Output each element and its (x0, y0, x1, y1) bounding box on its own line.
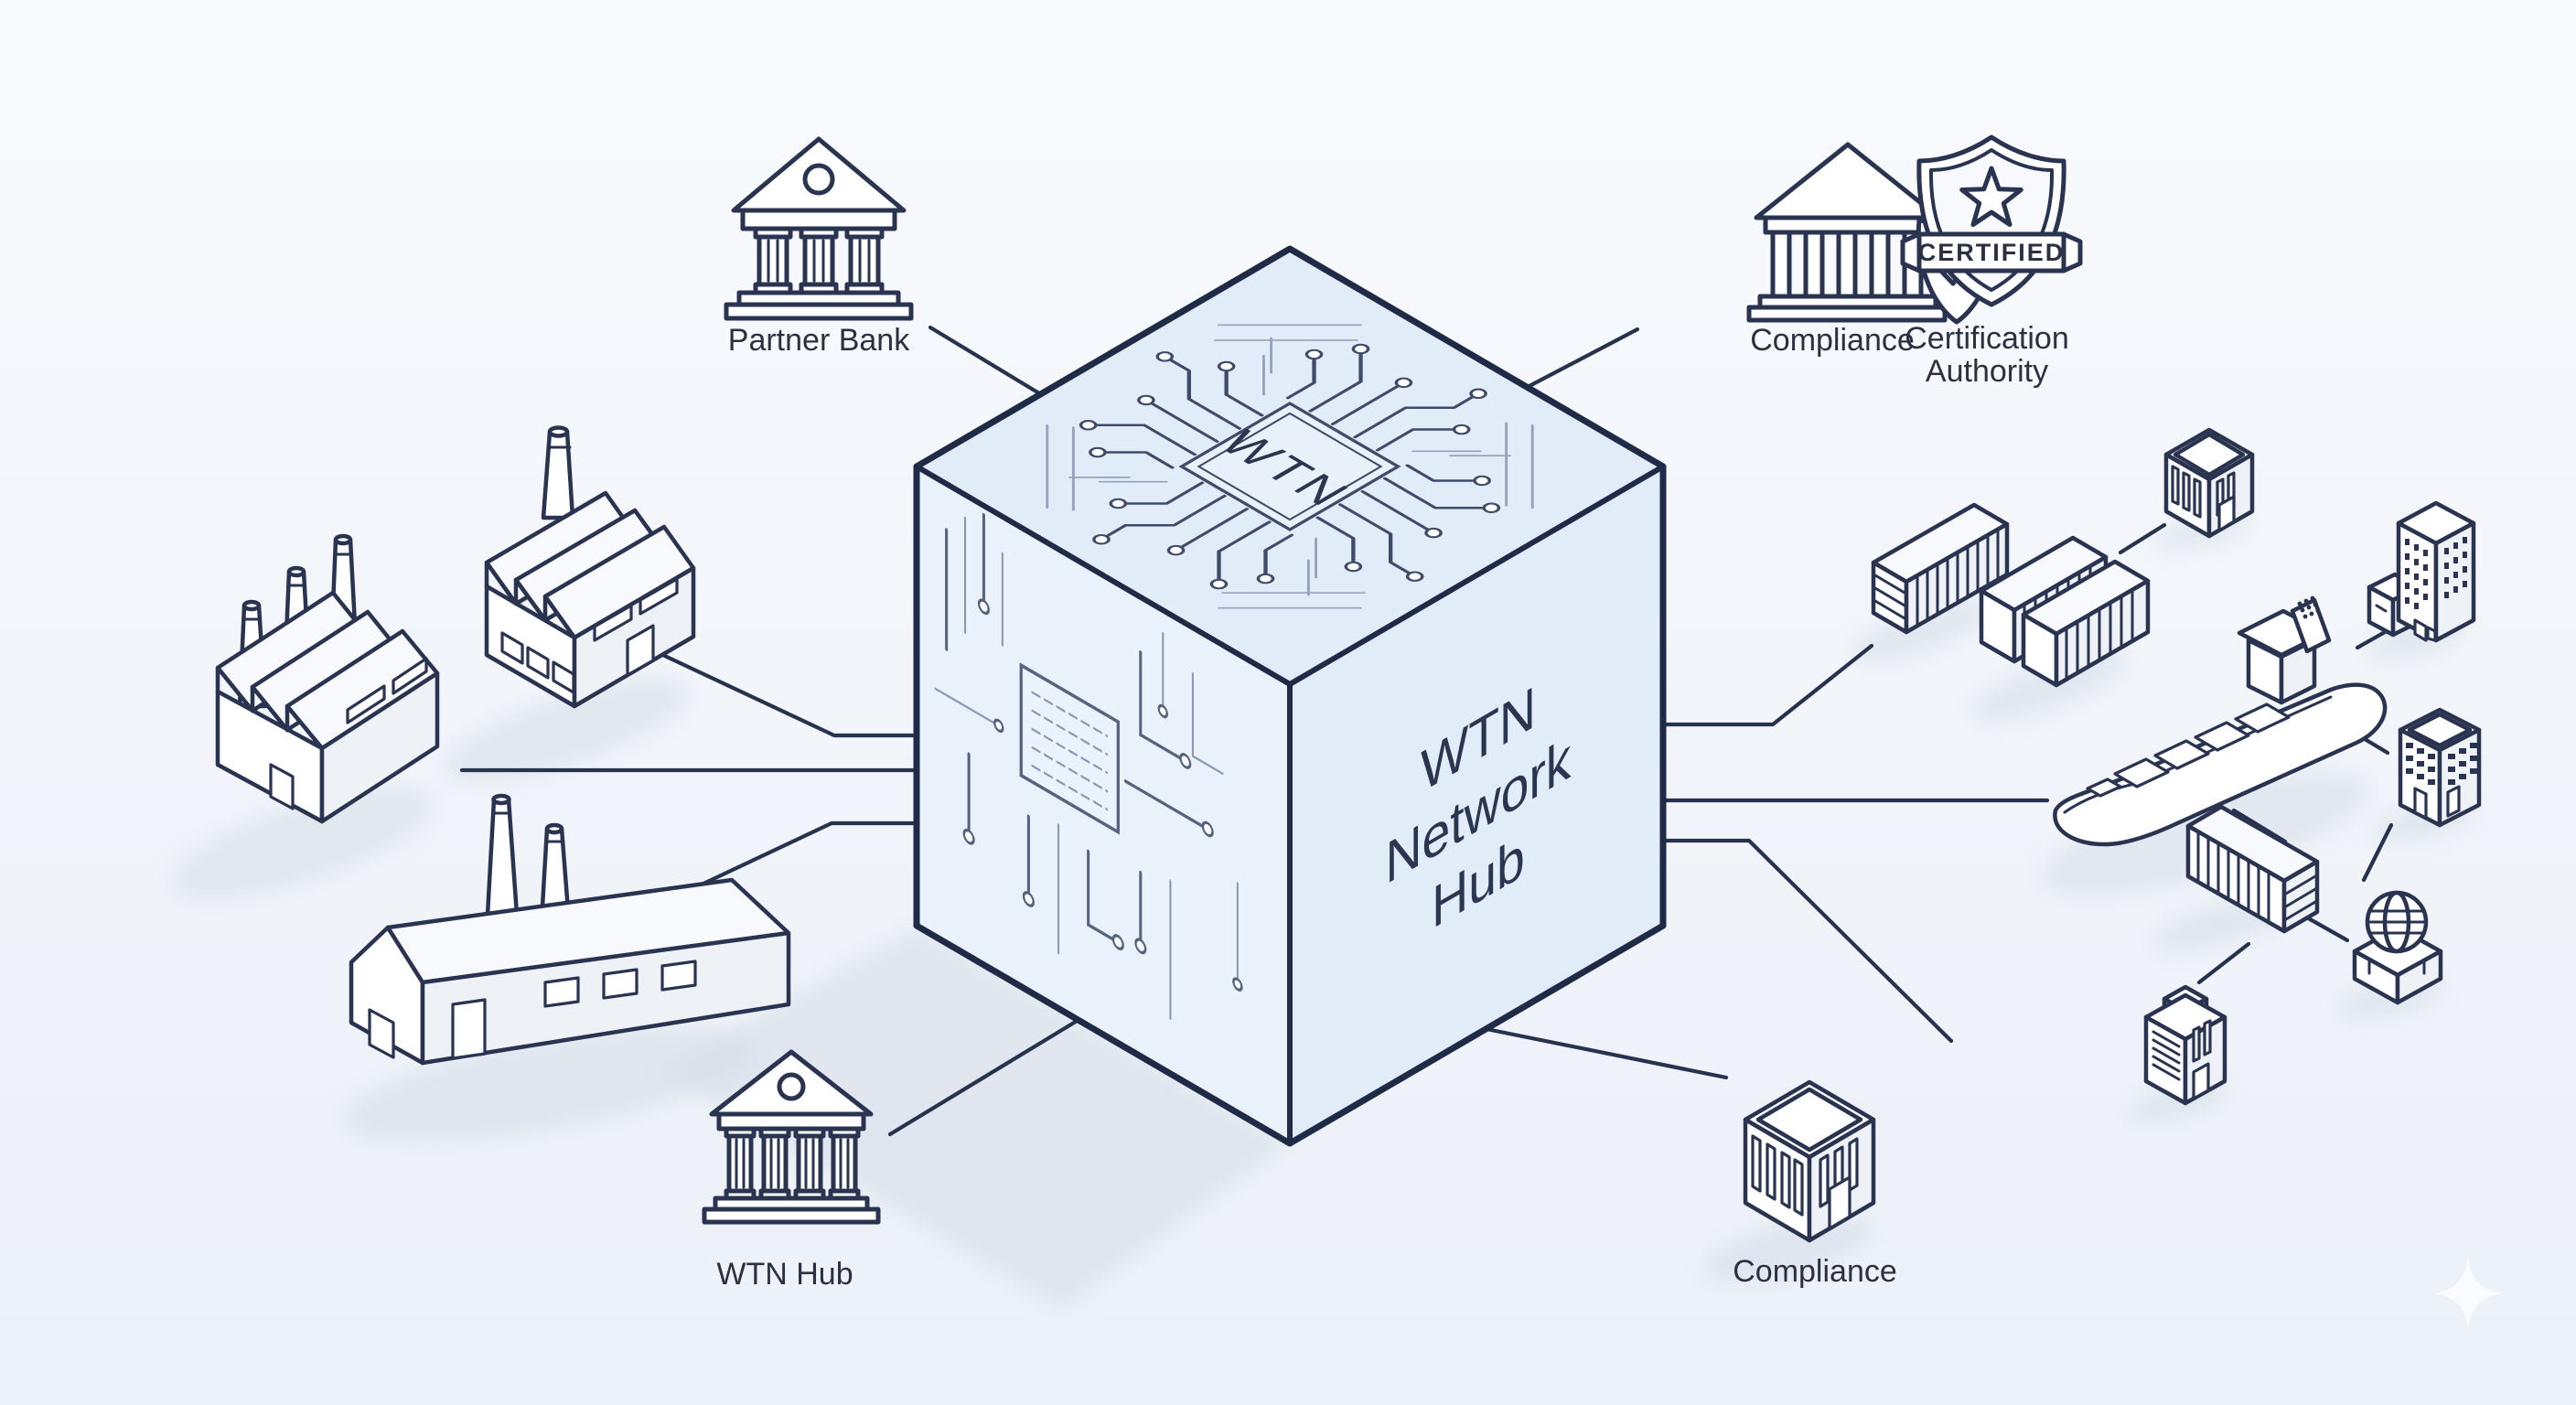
container-stack-icon (1979, 535, 2151, 688)
cube-outline (913, 245, 1667, 1147)
tower-building-icon (2367, 500, 2476, 643)
connector-line (1523, 327, 1640, 391)
warehouse-icon (349, 793, 791, 1066)
small-tower-icon (2143, 984, 2227, 1106)
certification-label-line2: Authority (1926, 354, 2048, 389)
tower-building-icon (2398, 707, 2482, 828)
cube-right-face (1290, 467, 1663, 1143)
partner-bank-label: Partner Bank (728, 323, 910, 358)
funnel-grille (2297, 595, 2321, 619)
factory-one-chimney-icon (484, 425, 696, 709)
connector-line (887, 1017, 1081, 1137)
circuit-chip-icon (1178, 402, 1401, 531)
hub-cube-node: WTN WTN (913, 245, 1667, 1147)
compliance-top-label: Compliance (1750, 323, 1915, 358)
tower-windows (2405, 537, 2467, 609)
globe-icon (2352, 890, 2443, 1005)
compliance-bottom-label: Compliance (1733, 1254, 1897, 1289)
cube-shadow (659, 926, 1290, 1308)
bank-columns-icon (702, 1049, 881, 1225)
container-icon (2185, 804, 2320, 934)
container-icon (1871, 502, 2010, 635)
office-cube-icon (2163, 427, 2255, 539)
certification-label-line1: Certification (1905, 321, 2069, 356)
connector-line (2118, 522, 2167, 555)
connector-line (2196, 941, 2251, 985)
factory-three-chimneys-icon (215, 533, 440, 824)
tower-windows (2406, 743, 2477, 785)
bank-shield-check-icon (1746, 142, 1999, 325)
cargo-ship-icon (2053, 595, 2388, 847)
office-building-icon (1743, 1079, 1876, 1243)
certified-badge-label: CERTIFIED (1918, 239, 2066, 266)
partner-bank-node: Partner Bank (724, 136, 914, 358)
wtn-hub-label: WTN Hub (716, 1257, 853, 1292)
compliance-bottom-node: Compliance (1733, 1079, 1897, 1289)
connector-line (928, 325, 1042, 396)
connector-line (1484, 1026, 1729, 1080)
bank-icon (724, 136, 914, 321)
certification-node: CERTIFIED Certification Authority (1900, 134, 2083, 389)
connectors (459, 325, 2402, 1137)
sparkle-decoration (2435, 1257, 2501, 1328)
connector-line (2361, 822, 2394, 883)
certified-badge-icon (1900, 134, 2083, 307)
connector-line (2302, 914, 2350, 943)
connector-line (1660, 838, 1954, 1044)
connector-line (652, 649, 919, 738)
wtn-hub-node: WTN Hub (702, 1049, 881, 1292)
circuit-pattern-left (934, 512, 1243, 1020)
connector-line (1660, 643, 1874, 727)
compliance-top-node: Compliance (1746, 142, 1999, 358)
